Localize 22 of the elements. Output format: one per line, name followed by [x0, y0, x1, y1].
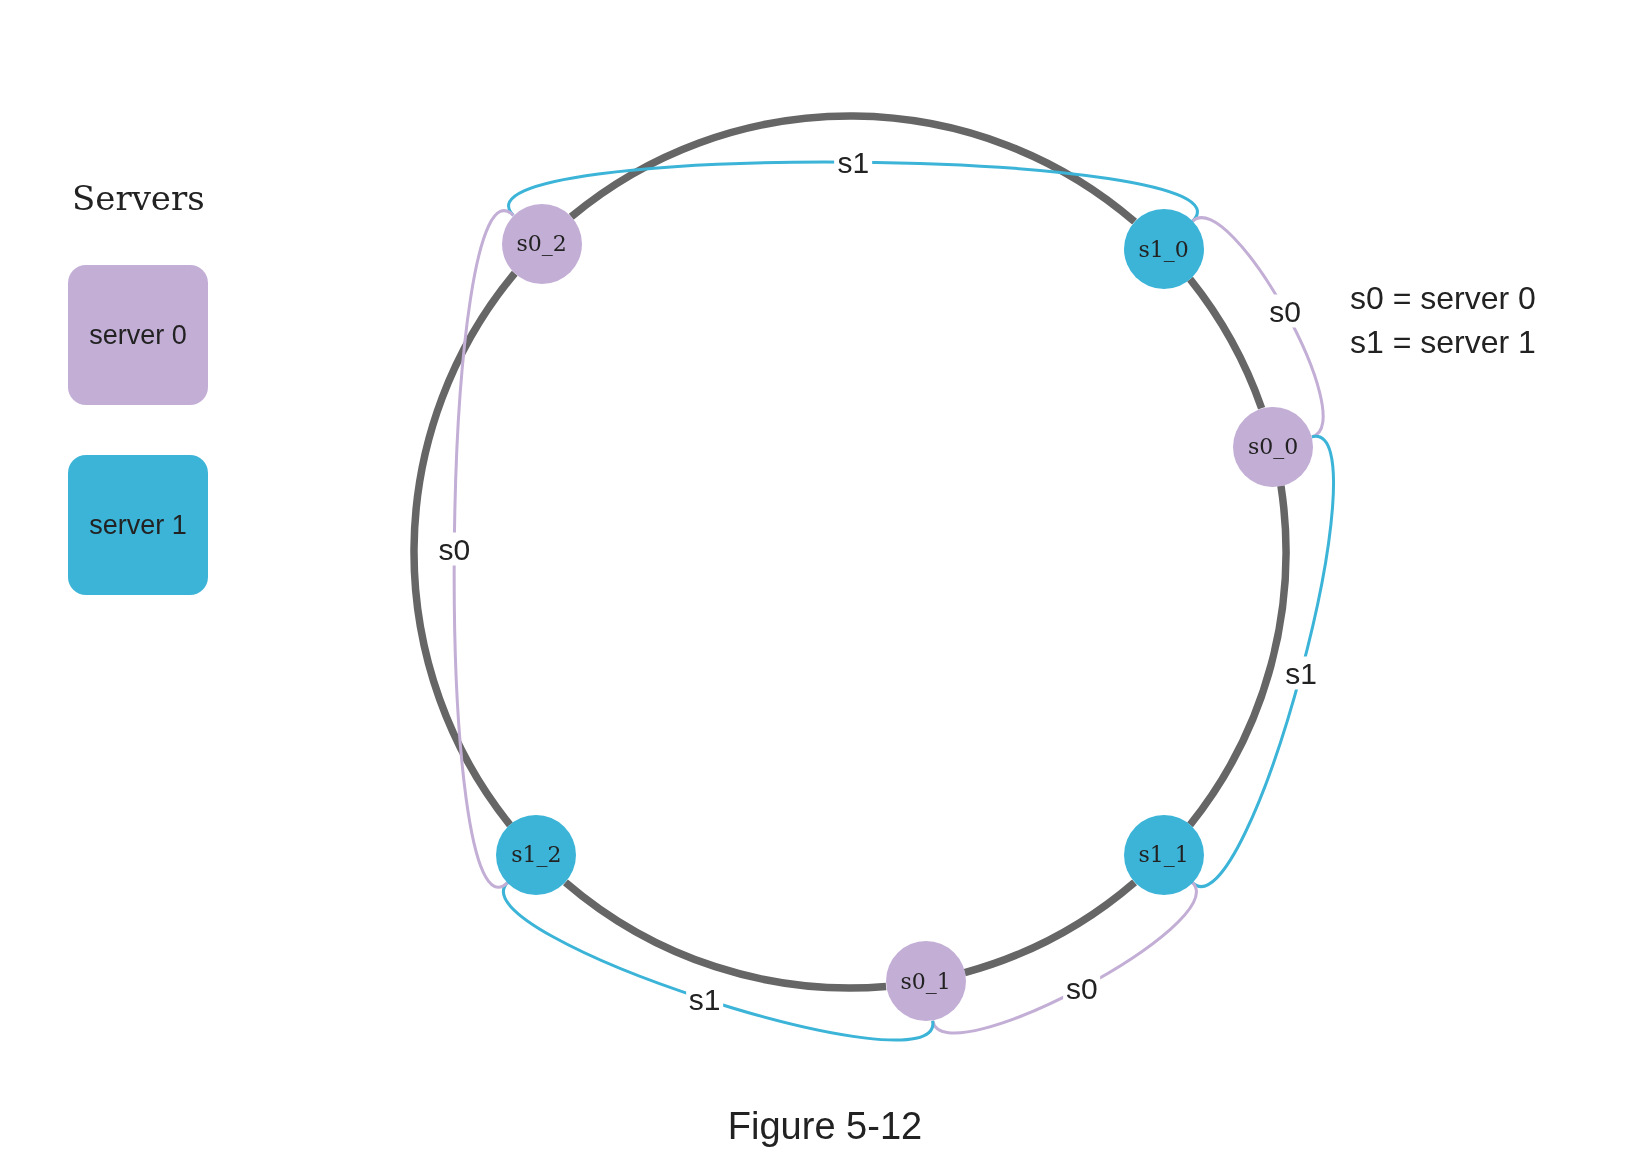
key-text: s1 = server 1 — [1350, 324, 1536, 361]
key-text: s0 = server 0 — [1350, 280, 1536, 317]
node-label: s1_0 — [1138, 236, 1189, 262]
ring-arc — [1187, 276, 1266, 410]
legend-title: Servers — [72, 178, 205, 218]
node-label: s0_2 — [516, 231, 567, 257]
node-label: s0_0 — [1247, 434, 1299, 459]
ring-arc — [563, 879, 887, 992]
node-label: s0_1 — [900, 968, 951, 994]
hash-node — [1123, 209, 1204, 290]
hash-node — [496, 814, 577, 895]
figure-caption: Figure 5-12 — [726, 1105, 924, 1148]
node-label: s1_1 — [1138, 842, 1189, 868]
connector-line — [931, 882, 1198, 1035]
legend-label: server 1 — [89, 509, 187, 541]
ring-arc — [1187, 485, 1290, 828]
hash-node — [501, 203, 582, 284]
hash-node — [1123, 814, 1204, 895]
connector-line — [1192, 435, 1335, 887]
node-label: s1_2 — [511, 842, 562, 868]
ring-arc — [963, 879, 1137, 977]
legend-label: server 0 — [89, 319, 187, 351]
